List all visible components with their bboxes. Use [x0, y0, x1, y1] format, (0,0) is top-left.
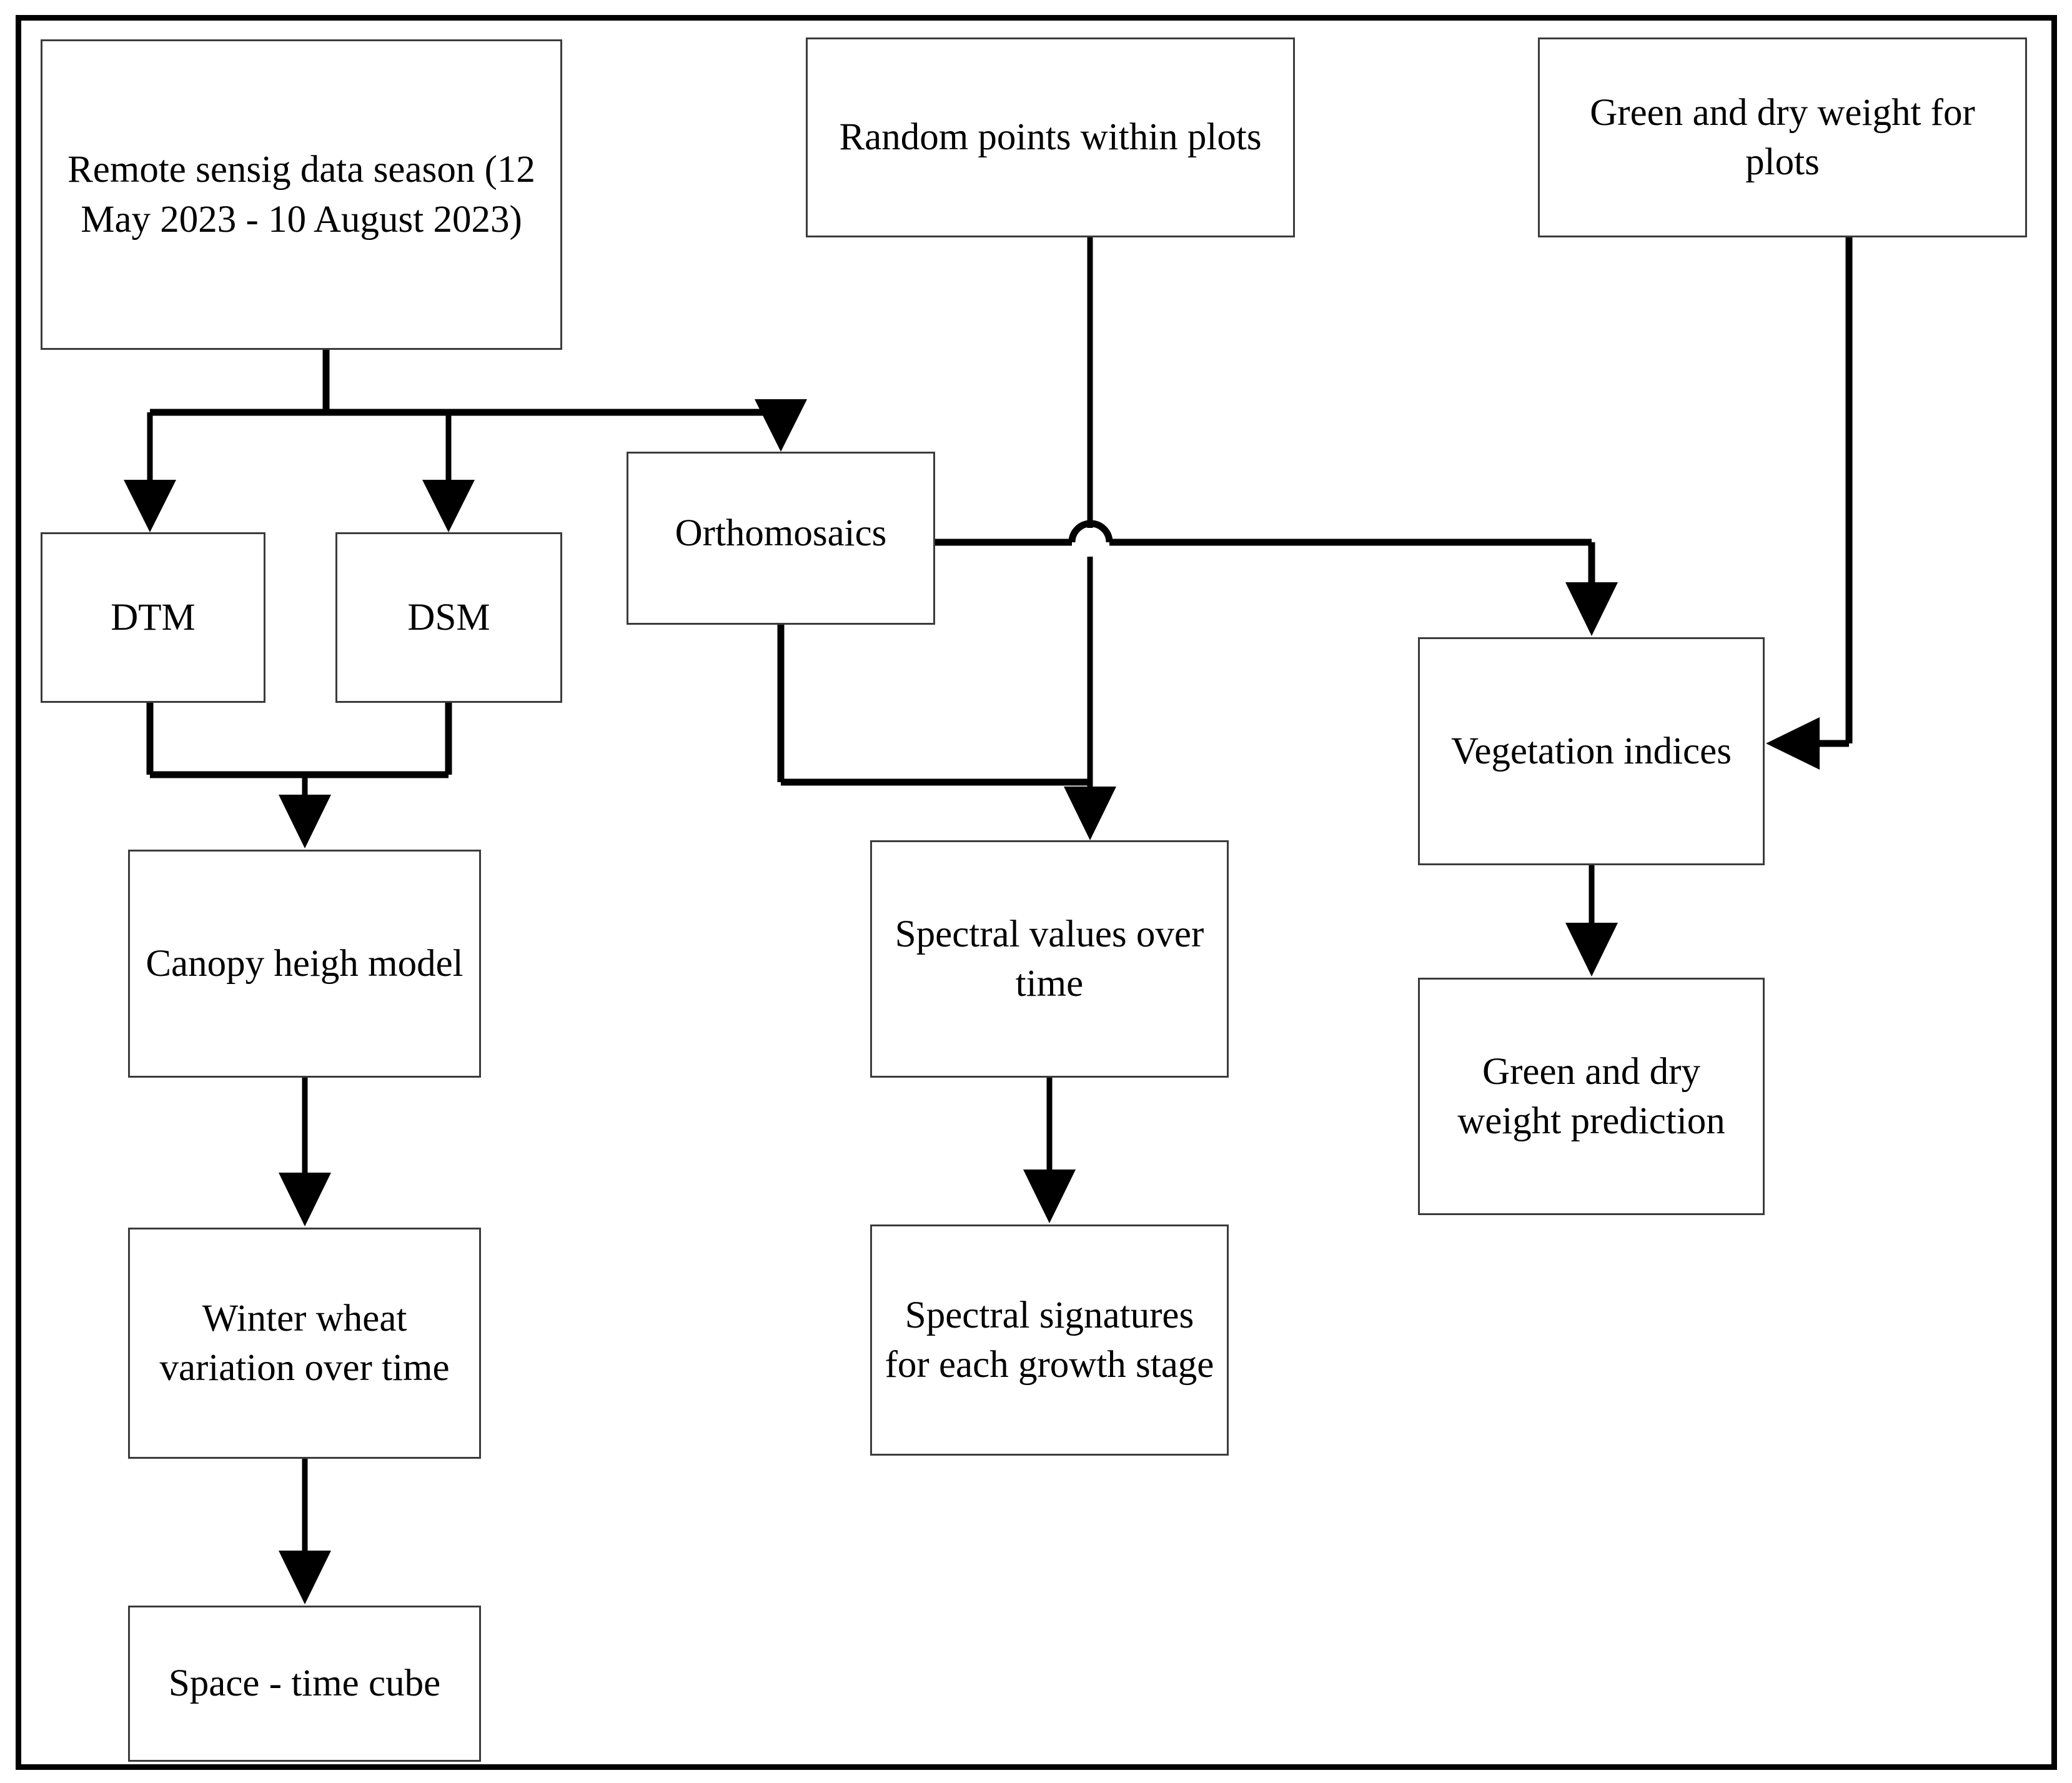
node-green-dry-weight-plots[interactable]: Green and dry weight for plots [1538, 37, 2027, 237]
node-label: Spectral values over time [895, 913, 1204, 1005]
node-label: Random points within plots [839, 116, 1262, 159]
node-label: Space - time cube [168, 1662, 441, 1705]
node-remote-sensing-data[interactable]: Remote sensig data season (12 May 2023 -… [41, 39, 562, 350]
node-label: Canopy heigh model [146, 942, 463, 985]
node-label: Vegetation indices [1451, 730, 1732, 772]
node-orthomosaics[interactable]: Orthomosaics [627, 452, 935, 625]
node-label: Green and dry weight prediction [1457, 1050, 1725, 1142]
node-label: Green and dry weight for plots [1590, 91, 1975, 183]
node-label: DSM [407, 596, 490, 638]
node-label: Orthomosaics [675, 512, 887, 554]
node-random-points[interactable]: Random points within plots [806, 37, 1295, 237]
node-label: Spectral signatures for each growth stag… [885, 1294, 1214, 1386]
node-label: Remote sensig data season (12 May 2023 -… [67, 149, 535, 241]
node-green-dry-weight-prediction[interactable]: Green and dry weight prediction [1418, 978, 1765, 1215]
node-label: DTM [111, 596, 196, 638]
node-winter-wheat-variation[interactable]: Winter wheat variation over time [128, 1228, 481, 1459]
node-space-time-cube[interactable]: Space - time cube [128, 1606, 481, 1762]
node-vegetation-indices[interactable]: Vegetation indices [1418, 637, 1765, 865]
node-spectral-signatures[interactable]: Spectral signatures for each growth stag… [870, 1224, 1229, 1456]
node-dtm[interactable]: DTM [41, 532, 265, 703]
node-label: Winter wheat variation over time [159, 1297, 450, 1389]
node-canopy-height-model[interactable]: Canopy heigh model [128, 850, 481, 1078]
node-spectral-values-over-time[interactable]: Spectral values over time [870, 840, 1229, 1078]
node-dsm[interactable]: DSM [335, 532, 562, 703]
